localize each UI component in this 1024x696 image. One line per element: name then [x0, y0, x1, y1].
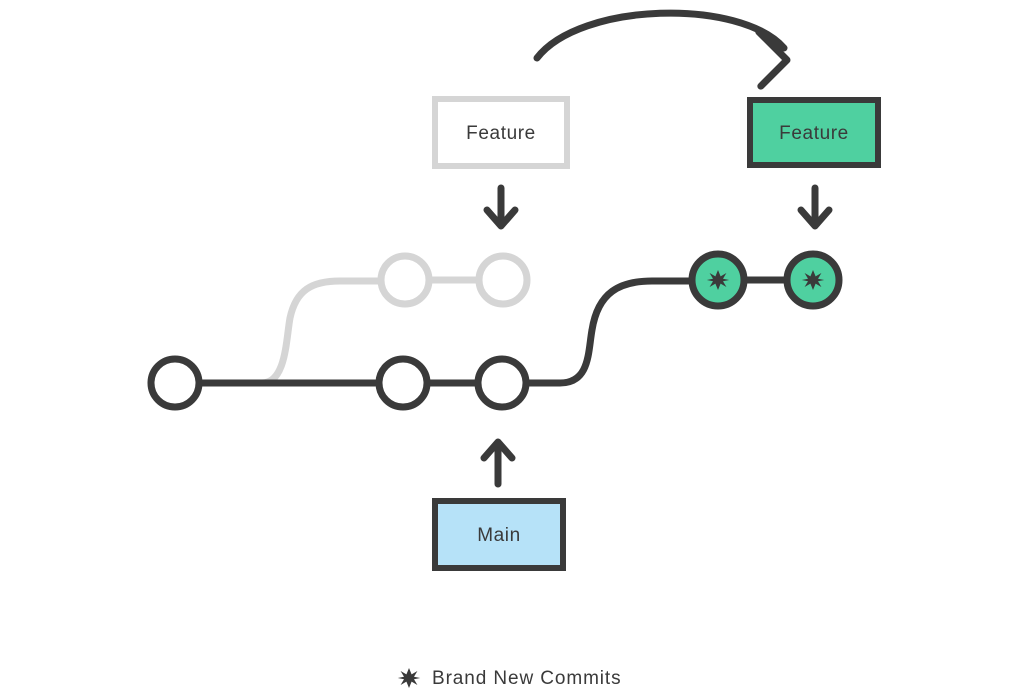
feature-rebased-box-label: Feature [779, 123, 849, 144]
main-box: Main [432, 498, 566, 571]
new-commit-node [783, 250, 843, 310]
new-commit-node [688, 250, 748, 310]
main-commit-node [375, 355, 431, 411]
feature-ghost-box: Feature [432, 96, 570, 169]
main-commit-node [474, 355, 530, 411]
arrow-rebase-curved-icon [533, 9, 791, 90]
burst-icon [397, 668, 421, 688]
main-branch-group [147, 277, 694, 411]
ghost-branch-group [171, 252, 531, 387]
arrow-up-main-icon [480, 438, 516, 488]
ghost-commit-node [377, 252, 433, 308]
feature-ghost-box-label: Feature [466, 123, 536, 144]
legend: Brand New Commits [397, 668, 622, 689]
main-box-label: Main [477, 525, 521, 546]
feature-ghost-box-rect [432, 96, 570, 169]
feature-rebased-box: Feature [747, 97, 881, 168]
rebase-s-curve [522, 277, 694, 387]
ghost-branch-path [171, 277, 385, 387]
main-box-rect [432, 498, 566, 571]
arrow-down-feature-ghost-icon [483, 184, 519, 230]
feature-rebased-box-rect [747, 97, 881, 168]
arrow-down-feature-rebased-icon [797, 184, 833, 230]
main-commit-node [147, 355, 203, 411]
legend-label: Brand New Commits [432, 668, 622, 689]
ghost-commit-node [475, 252, 531, 308]
rebased-branch-group [688, 250, 843, 310]
